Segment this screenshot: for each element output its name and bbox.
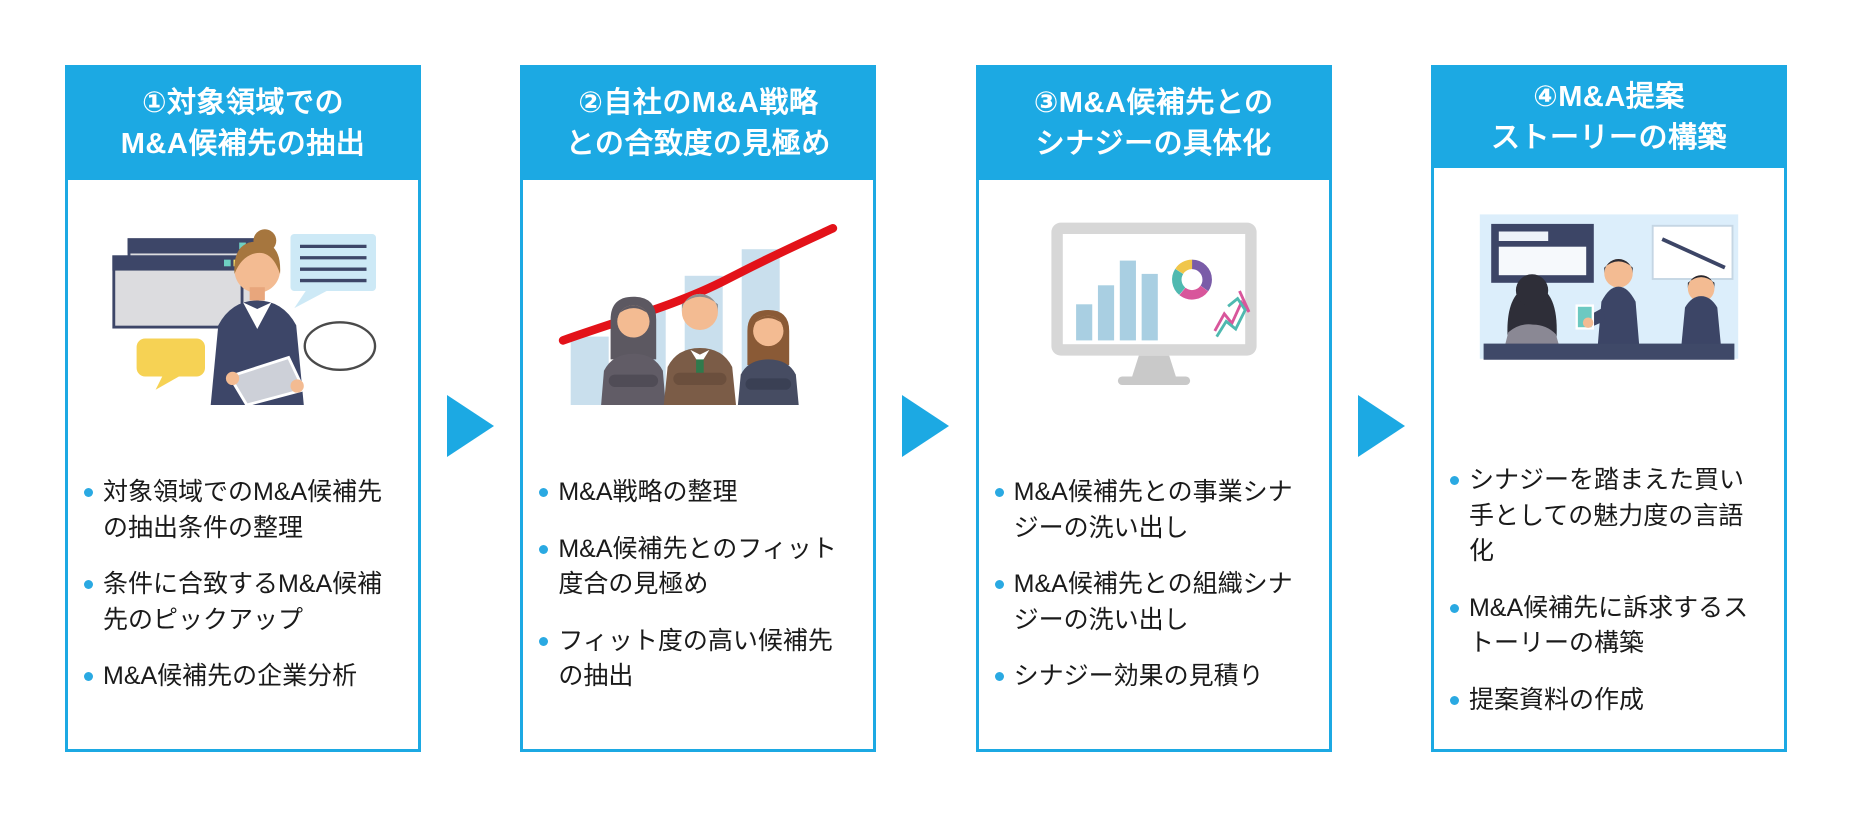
bullet-dot-icon	[1449, 476, 1459, 485]
list-item: M&A候補先との組織シナジーの洗い出し	[994, 567, 1303, 638]
bullet-dot-icon	[84, 672, 93, 681]
list-item: M&A戦略の整理	[539, 475, 847, 511]
step-card-1: ①対象領域での M&A候補先の抽出	[65, 65, 421, 752]
step-4-title-line1: ④M&A提案	[1533, 80, 1685, 113]
right-arrow-icon	[902, 395, 950, 457]
right-arrow-icon	[1357, 395, 1405, 457]
bullet-dot-icon	[994, 488, 1004, 497]
list-item: フィット度の高い候補先の抽出	[539, 624, 847, 695]
flow-arrow-1	[421, 65, 520, 752]
list-item: 条件に合致するM&A候補先のピックアップ	[84, 567, 392, 638]
step-1-body: 対象領域でのM&A候補先の抽出条件の整理 条件に合致するM&A候補先のピックアッ…	[68, 180, 418, 749]
bullet-text: M&A候補先とのフィット度合の見極め	[558, 534, 837, 599]
bullet-dot-icon	[994, 672, 1004, 681]
list-item: M&A候補先とのフィット度合の見極め	[539, 532, 847, 603]
step-2-bullet-list: M&A戦略の整理 M&A候補先とのフィット度合の見極め フィット度の高い候補先の…	[523, 475, 873, 716]
step-3-header: ③M&A候補先との シナジーの具体化	[978, 68, 1329, 180]
step-3-title-line1: ③M&A候補先との	[1033, 86, 1274, 119]
step-1-title-line2: M&A候補先の抽出	[120, 128, 366, 160]
flow-arrow-3	[1332, 65, 1431, 752]
bullet-dot-icon	[539, 544, 549, 554]
monitor-charts-illustration-icon	[1000, 215, 1308, 405]
step-2-body: M&A戦略の整理 M&A候補先とのフィット度合の見極め フィット度の高い候補先の…	[523, 180, 873, 749]
bullet-text: M&A候補先に訴求するストーリーの構築	[1468, 593, 1749, 658]
step-3-bullet-list: M&A候補先との事業シナジーの洗い出し M&A候補先との組織シナジーの洗い出し …	[979, 475, 1329, 716]
bullet-dot-icon	[1449, 695, 1459, 705]
businesspeople-rising-graph-illustration-icon	[544, 215, 852, 405]
list-item: 対象領域でのM&A候補先の抽出条件の整理	[84, 475, 392, 546]
businesswoman-browser-windows-illustration-icon	[89, 215, 397, 405]
flow-arrow-2	[876, 65, 975, 752]
step-card-2: ②自社のM&A戦略 との合致度の見極め	[520, 65, 877, 752]
bullet-text: M&A候補先との組織シナジーの洗い出し	[1013, 570, 1293, 634]
step-4-title-line2: ストーリーの構築	[1490, 122, 1727, 154]
step-2-title-line1: ②自社のM&A戦略	[578, 86, 819, 119]
step-4-body: シナジーを踏まえた買い手としての魅力度の言語化 M&A候補先に訴求するストーリー…	[1434, 168, 1784, 749]
bullet-text: 提案資料の作成	[1468, 685, 1644, 714]
list-item: 提案資料の作成	[1449, 683, 1758, 719]
list-item: シナジーを踏まえた買い手としての魅力度の言語化	[1449, 463, 1758, 570]
list-item: シナジー効果の見積り	[994, 659, 1303, 695]
bullet-text: 条件に合致するM&A候補先のピックアップ	[103, 570, 383, 634]
step-1-title-line1: ①対象領域での	[141, 86, 345, 119]
bullet-text: 対象領域でのM&A候補先の抽出条件の整理	[103, 478, 383, 542]
list-item: M&A候補先に訴求するストーリーの構築	[1449, 591, 1758, 662]
bullet-dot-icon	[84, 488, 93, 497]
bullet-dot-icon	[84, 580, 93, 589]
step-card-3: ③M&A候補先との シナジーの具体化	[975, 65, 1332, 752]
bullet-dot-icon	[994, 580, 1004, 589]
bullet-dot-icon	[1449, 603, 1459, 613]
step-2-header: ②自社のM&A戦略 との合致度の見極め	[523, 68, 874, 180]
bullet-text: シナジーを踏まえた買い手としての魅力度の言語化	[1468, 466, 1744, 565]
list-item: M&A候補先との事業シナジーの洗い出し	[994, 475, 1303, 546]
step-2-title-line2: との合致度の見極め	[565, 128, 831, 160]
step-4-bullet-list: シナジーを踏まえた買い手としての魅力度の言語化 M&A候補先に訴求するストーリー…	[1434, 463, 1784, 739]
bullet-text: M&A候補先との事業シナジーの洗い出し	[1013, 478, 1293, 542]
meeting-presentation-illustration-icon	[1455, 203, 1763, 393]
bullet-text: シナジー効果の見積り	[1013, 662, 1264, 690]
step-4-header: ④M&A提案 ストーリーの構築	[1433, 68, 1784, 168]
step-3-body: M&A候補先との事業シナジーの洗い出し M&A候補先との組織シナジーの洗い出し …	[979, 180, 1329, 749]
bullet-dot-icon	[539, 488, 549, 497]
step-1-bullet-list: 対象領域でのM&A候補先の抽出条件の整理 条件に合致するM&A候補先のピックアッ…	[68, 475, 418, 716]
right-arrow-icon	[447, 395, 495, 457]
step-card-4: ④M&A提案 ストーリーの構築	[1430, 65, 1787, 752]
step-3-title-line2: シナジーの具体化	[1035, 128, 1272, 160]
list-item: M&A候補先の企業分析	[84, 659, 392, 695]
process-flow-diagram: ①対象領域での M&A候補先の抽出	[65, 65, 1787, 752]
step-1-header: ①対象領域での M&A候補先の抽出	[68, 68, 418, 180]
bullet-text: M&A候補先の企業分析	[103, 662, 358, 690]
bullet-text: フィット度の高い候補先の抽出	[558, 626, 833, 691]
bullet-dot-icon	[539, 636, 549, 646]
bullet-text: M&A戦略の整理	[558, 478, 738, 506]
